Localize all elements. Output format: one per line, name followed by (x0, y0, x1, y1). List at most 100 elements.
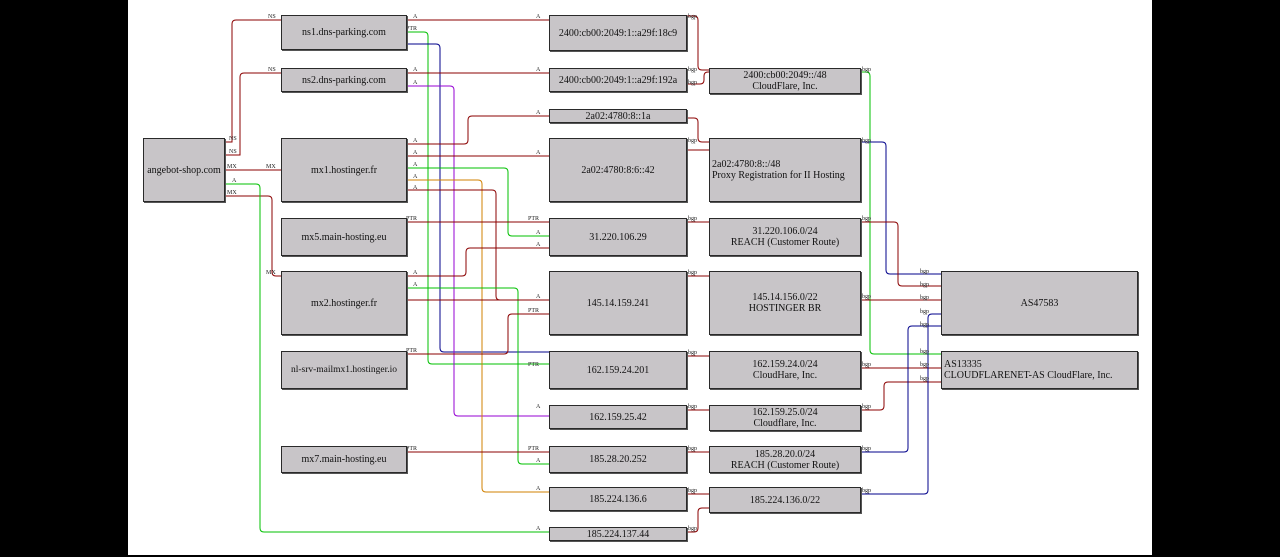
label-bgp-19: bgp (862, 488, 871, 494)
pfx5-prefix: 162.159.24.0/24 (752, 359, 818, 370)
node-ip6c[interactable]: 2a02:4780:8::1a (549, 109, 687, 123)
label-bgp-22: bgp (920, 295, 929, 301)
label-a-r7: A (536, 294, 541, 300)
edge-mx1-a3 (407, 167, 549, 237)
edge-mx2-a1 (407, 247, 549, 277)
label-a-r3: A (536, 110, 541, 116)
node-ip1[interactable]: 31.220.106.29 (549, 218, 687, 256)
label-bgp-1: bgp (688, 14, 697, 20)
node-ip6d[interactable]: 2a02:4780:8:6::42 (549, 138, 687, 202)
label-bgp-6: bgp (688, 270, 697, 276)
as2-number: AS13335 (944, 359, 982, 370)
edge-bgp-3 (687, 117, 709, 143)
label-bgp-7: bgp (688, 350, 697, 356)
node-mx7[interactable]: mx7.main-hosting.eu (281, 446, 407, 473)
label-a-r9: A (536, 458, 541, 464)
node-ip6[interactable]: 185.224.136.6 (549, 487, 687, 511)
node-ip4[interactable]: 162.159.25.42 (549, 405, 687, 429)
pfx3-owner: REACH (Customer Route) (730, 237, 840, 248)
edge-as-6 (861, 381, 941, 411)
label-bgp-11: bgp (688, 526, 697, 532)
label-bgp-9: bgp (688, 446, 697, 452)
label-ptr-3: PTR (406, 348, 417, 354)
label-mx-4: MX (266, 270, 276, 276)
edge-mx2 (225, 195, 281, 277)
label-ptr-1: PTR (406, 26, 417, 32)
edge-domain-a (225, 183, 549, 533)
edge-ns1 (225, 19, 281, 143)
pfx1-prefix: 2400:cb00:2049::/48 (743, 70, 827, 81)
node-ip3[interactable]: 162.159.24.201 (549, 351, 687, 389)
node-as1[interactable]: AS47583 (941, 271, 1138, 335)
label-bgp-10: bgp (688, 488, 697, 494)
node-ip6a[interactable]: 2400:cb00:2049:1::a29f:18c9 (549, 15, 687, 51)
node-ip5[interactable]: 185.28.20.252 (549, 446, 687, 473)
node-ns1[interactable]: ns1.dns-parking.com (281, 15, 407, 50)
label-ns-4: NS (229, 149, 237, 155)
node-mx1[interactable]: mx1.hostinger.fr (281, 138, 407, 202)
pfx2-owner: Proxy Registration for II Hosting (712, 170, 845, 181)
label-bgp-23: bgp (920, 309, 929, 315)
label-bgp-5: bgp (688, 216, 697, 222)
label-a-d: A (232, 178, 237, 184)
pfx6-owner: Cloudflare, Inc. (753, 418, 817, 429)
label-bgp-2: bgp (688, 67, 697, 73)
node-pfx2[interactable]: 2a02:4780:8::/48 Proxy Registration for … (709, 138, 861, 202)
node-pfx1[interactable]: 2400:cb00:2049::/48 CloudFlare, Inc. (709, 68, 861, 94)
label-bgp-3: bgp (688, 80, 697, 86)
label-ptr-r4: PTR (528, 446, 539, 452)
edge-as-7 (861, 325, 941, 453)
pfx7-prefix: 185.28.20.0/24 (754, 448, 816, 460)
edge-labels: NS NS NS NS MX MX MX MX A A PTR A A A A … (227, 14, 929, 532)
node-mx2[interactable]: mx2.hostinger.fr (281, 271, 407, 335)
pfx3-prefix: 31.220.106.0/24 (752, 226, 818, 237)
edge-paths (225, 15, 941, 533)
node-pfx3[interactable]: 31.220.106.0/24 REACH (Customer Route) (709, 218, 861, 256)
node-pfx8[interactable]: 185.224.136.0/22 (709, 487, 861, 513)
label-a-r10: A (536, 486, 541, 492)
pfx7-owner: REACH (Customer Route) (730, 459, 840, 471)
label-a-10: A (413, 282, 418, 288)
node-pfx4[interactable]: 145.14.156.0/22 HOSTINGER BR (709, 271, 861, 335)
edge-as-8 (861, 313, 941, 495)
label-bgp-15: bgp (862, 294, 871, 300)
edge-mx1-a4 (407, 179, 549, 493)
node-nlsrv[interactable]: nl-srv-mailmx1.hostinger.io (281, 351, 407, 389)
node-pfx6[interactable]: 162.159.25.0/24 Cloudflare, Inc. (709, 405, 861, 431)
node-domain[interactable]: angebot-shop.com (143, 138, 225, 202)
node-mx5[interactable]: mx5.main-hosting.eu (281, 218, 407, 256)
pfx4-prefix: 145.14.156.0/22 (752, 292, 818, 303)
label-bgp-20: bgp (920, 269, 929, 275)
label-ns-2: NS (268, 67, 276, 73)
label-ns-3: NS (229, 136, 237, 142)
node-ns2[interactable]: ns2.dns-parking.com (281, 68, 407, 92)
label-ptr-2: PTR (406, 216, 417, 222)
pfx8-prefix: 185.224.136.0/22 (749, 494, 821, 506)
node-pfx7[interactable]: 185.28.20.0/24 REACH (Customer Route) (709, 446, 861, 473)
label-a-7: A (413, 174, 418, 180)
label-a-3: A (413, 80, 418, 86)
label-bgp-8: bgp (688, 404, 697, 410)
node-ip7[interactable]: 185.224.137.44 (549, 527, 687, 541)
label-bgp-27: bgp (920, 376, 929, 382)
label-bgp-14: bgp (862, 216, 871, 222)
label-bgp-24: bgp (920, 322, 929, 328)
edge-mx2-a2 (407, 287, 549, 465)
node-as2[interactable]: AS13335 CLOUDFLARENET-AS CloudFlare, Inc… (941, 351, 1138, 389)
edge-ns2-a2 (407, 85, 549, 417)
pfx5-owner: CloudHare, Inc. (752, 370, 818, 381)
label-a-r11: A (536, 526, 541, 532)
edge-as-3 (861, 221, 941, 287)
node-ip2[interactable]: 145.14.159.241 (549, 271, 687, 335)
node-pfx5[interactable]: 162.159.24.0/24 CloudHare, Inc. (709, 351, 861, 389)
edge-ns1-ptr (407, 31, 549, 365)
label-a-r4: A (536, 150, 541, 156)
label-ptr-4: PTR (406, 446, 417, 452)
label-a-9: A (413, 270, 418, 276)
node-ip6b[interactable]: 2400:cb00:2049:1::a29f:192a (549, 68, 687, 92)
label-a-r8: A (536, 404, 541, 410)
edge-mx1-a1 (407, 115, 549, 145)
edge-nlsrv-ptr (407, 313, 549, 355)
as2-name: CLOUDFLARENET-AS CloudFlare, Inc. (944, 370, 1113, 381)
edge-bgp-1 (687, 15, 709, 71)
